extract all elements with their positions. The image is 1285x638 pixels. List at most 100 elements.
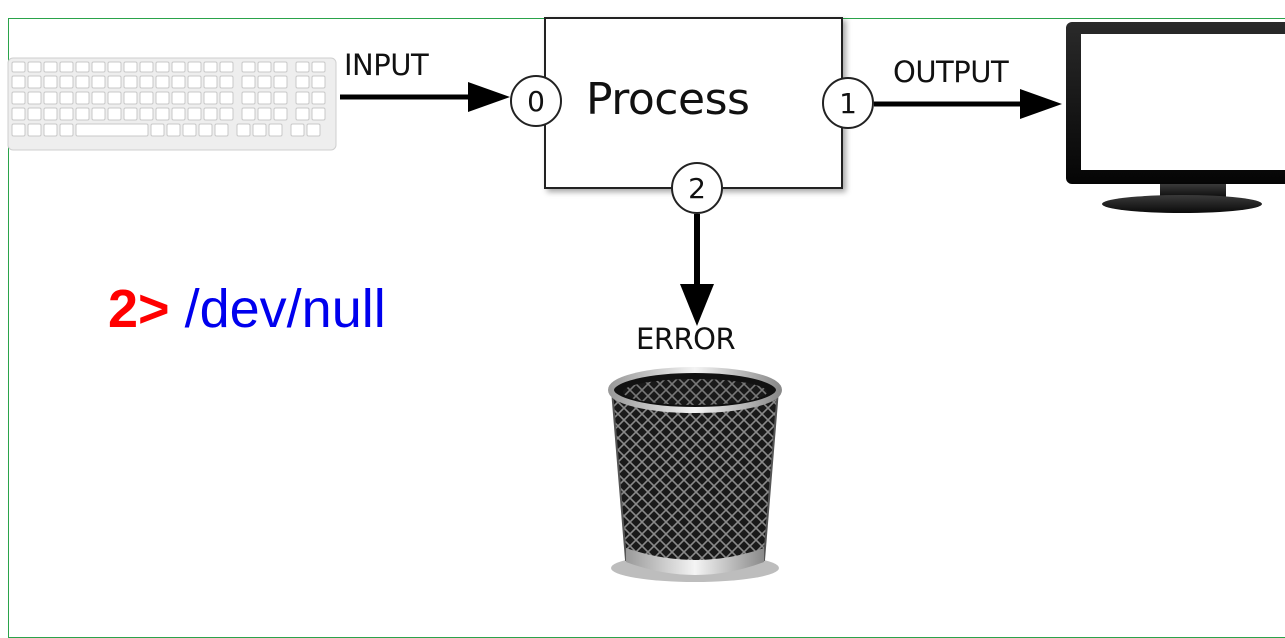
keyboard-key: [311, 61, 326, 73]
keyboard-key: [257, 107, 272, 121]
diagram-graphics: [7, 17, 1285, 582]
keyboard-key: [311, 107, 326, 121]
keyboard-key: [187, 107, 202, 121]
keyboard-key: [257, 61, 272, 73]
redirect-command: 2> /dev/null: [108, 278, 386, 340]
stdin-port: 0: [510, 75, 562, 127]
keyboard-key: [27, 75, 42, 89]
keyboard-key: [203, 61, 218, 73]
error-arrow: [680, 214, 714, 326]
keyboard-key: [43, 123, 58, 137]
keyboard-key: [75, 61, 90, 73]
input-arrow: [340, 82, 510, 112]
keyboard-key: [203, 91, 218, 105]
keyboard-key: [203, 107, 218, 121]
keyboard-key: [11, 123, 26, 137]
keyboard-key: [107, 107, 122, 121]
keyboard-key: [187, 75, 202, 89]
keyboard-key: [257, 75, 272, 89]
redirect-target: /dev/null: [184, 279, 386, 339]
keyboard-key: [198, 123, 213, 137]
keyboard-key: [43, 75, 58, 89]
keyboard-key: [107, 91, 122, 105]
keyboard-key: [252, 123, 267, 137]
keyboard-key: [155, 75, 170, 89]
input-label: INPUT: [344, 48, 429, 82]
keyboard-key: [257, 91, 272, 105]
keyboard-key: [59, 123, 74, 137]
keyboard-key: [268, 123, 283, 137]
keyboard-key: [214, 123, 229, 137]
keyboard-key: [11, 75, 26, 89]
keyboard-icon: [7, 57, 337, 151]
keyboard-key: [187, 61, 202, 73]
keyboard-key: [182, 123, 197, 137]
keyboard-key: [171, 61, 186, 73]
keyboard-key: [91, 75, 106, 89]
keyboard-key: [241, 75, 256, 89]
process-box: [544, 17, 843, 189]
keyboard-key: [43, 91, 58, 105]
keyboard-key: [187, 91, 202, 105]
redirect-operator: 2>: [108, 279, 170, 339]
keyboard-key: [75, 123, 149, 137]
keyboard-key: [11, 61, 26, 73]
diagram-canvas: INPUT OUTPUT ERROR Process 0 1 2 2> /dev…: [7, 17, 1285, 638]
output-label: OUTPUT: [893, 55, 1009, 89]
keyboard-key: [273, 75, 288, 89]
keyboard-key: [155, 91, 170, 105]
keyboard-key: [203, 75, 218, 89]
keyboard-key: [311, 91, 326, 105]
error-label: ERROR: [636, 322, 736, 356]
keyboard-key: [59, 61, 74, 73]
keyboard-key: [91, 107, 106, 121]
keyboard-key: [236, 123, 251, 137]
keyboard-key: [155, 107, 170, 121]
keyboard-key: [150, 123, 165, 137]
keyboard-key: [27, 61, 42, 73]
stderr-port: 2: [671, 162, 723, 214]
stdout-port: 1: [822, 77, 874, 129]
keyboard-key: [11, 91, 26, 105]
monitor-icon: [1066, 22, 1285, 213]
keyboard-key: [107, 75, 122, 89]
keyboard-key: [139, 91, 154, 105]
keyboard-key: [91, 91, 106, 105]
keyboard-key: [123, 91, 138, 105]
keyboard-key: [219, 61, 234, 73]
keyboard-key: [75, 75, 90, 89]
keyboard-key: [27, 123, 42, 137]
keyboard-key: [241, 61, 256, 73]
keyboard-key: [139, 75, 154, 89]
keyboard-key: [311, 75, 326, 89]
keyboard-key: [171, 107, 186, 121]
keyboard-key: [123, 61, 138, 73]
keyboard-key: [273, 61, 288, 73]
trash-can-icon: [608, 367, 782, 582]
keyboard-key: [295, 75, 310, 89]
keyboard-key: [241, 91, 256, 105]
keyboard-key: [139, 107, 154, 121]
keyboard-key: [241, 107, 256, 121]
keyboard-key: [59, 75, 74, 89]
output-arrow: [874, 89, 1062, 119]
keyboard-key: [295, 107, 310, 121]
keyboard-key: [43, 61, 58, 73]
keyboard-key: [273, 91, 288, 105]
keyboard-key: [219, 91, 234, 105]
keyboard-key: [59, 91, 74, 105]
stdin-port-number: 0: [527, 84, 545, 118]
keyboard-key: [139, 61, 154, 73]
keyboard-key: [27, 91, 42, 105]
keyboard-key: [219, 75, 234, 89]
keyboard-key: [75, 91, 90, 105]
keyboard-key: [295, 91, 310, 105]
keyboard-key: [11, 107, 26, 121]
keyboard-key: [171, 91, 186, 105]
stdout-port-number: 1: [839, 86, 857, 120]
keyboard-key: [123, 107, 138, 121]
keyboard-key: [123, 75, 138, 89]
keyboard-key: [75, 107, 90, 121]
keyboard-key: [295, 61, 310, 73]
process-label: Process: [586, 74, 750, 125]
